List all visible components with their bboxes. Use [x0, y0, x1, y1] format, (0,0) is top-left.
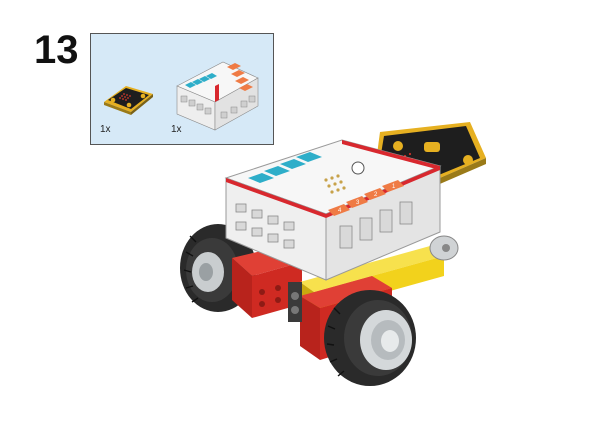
sensor-port-4-label: 4	[338, 208, 342, 214]
motor-port-icons	[248, 152, 322, 183]
step-number: 13	[34, 28, 79, 72]
sensor-port-3-label: 3	[356, 200, 360, 206]
sensor-port-icons	[328, 180, 404, 216]
pin-header-icon	[324, 174, 346, 194]
parts-illustration	[104, 61, 259, 131]
front-right-wheel-icon	[324, 290, 416, 386]
microbit-part-icon	[104, 86, 153, 115]
sensor-port-2-label: 2	[374, 192, 378, 198]
rear-right-wheel-icon	[429, 235, 459, 261]
nezha-board-body-icon: 1 2 3 4	[224, 139, 442, 281]
microbit-quantity: 1x	[100, 124, 111, 135]
nezha-board-part-icon	[176, 61, 259, 131]
front-slot-icons	[235, 203, 295, 249]
nezha-quantity: 1x	[171, 124, 182, 135]
parts-callout: 1x 1x	[90, 33, 274, 145]
sensor-port-1-label: 1	[392, 184, 396, 190]
power-button-icon	[351, 161, 365, 175]
axle-connector-icon	[288, 282, 302, 322]
side-slot-icons	[339, 201, 413, 249]
